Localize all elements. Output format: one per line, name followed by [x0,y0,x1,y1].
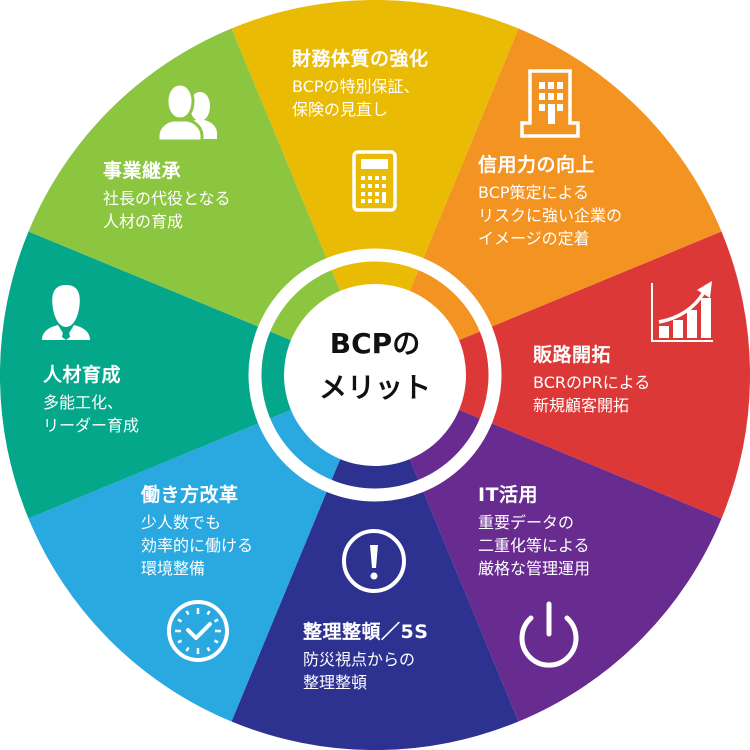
two-people-icon [156,82,217,143]
segment-title: 整理整頓／5S [303,621,429,643]
segment-title: 財務体質の強化 [292,48,429,70]
label-5s: 整理整頓／5S 防災視点からの 整理整頓 [303,621,428,694]
segment-title: 販路開拓 [533,344,612,366]
segment-title: IT活用 [478,484,539,506]
segment-description: BCP策定による リスクに強い企業の イメージの定着 [478,182,623,248]
clock-icon [167,600,229,662]
center-title-line2: メリット [318,371,431,404]
label-finance: 財務体質の強化 BCPの特別保証、 保険の見直し [292,48,429,121]
segment-description: 少人数でも 効率的に働ける 環境整備 [141,512,254,578]
segment-title: 事業継承 [103,160,182,182]
label-it: IT活用 重要データの 二重化等による 厳格な管理運用 [478,484,590,580]
center-disc [284,284,466,466]
segment-description: BCRのPRによる 新規顧客開拓 [533,372,651,415]
building-icon [520,69,580,138]
segment-description: 多能工化、 リーダー育成 [43,392,140,435]
segment-description: 重要データの 二重化等による 厳格な管理運用 [478,512,591,578]
segment-title: 信用力の向上 [478,154,596,176]
center-title-line1: BCPの [329,327,421,360]
label-hr: 人材育成 多能工化、 リーダー育成 [43,364,139,437]
segment-description: 防災視点からの 整理整頓 [303,649,416,692]
segment-title: 働き方改革 [141,484,239,506]
exclamation-icon [342,529,406,593]
label-succession: 事業継承 社長の代役となる 人材の育成 [103,160,231,233]
center-ring [248,248,502,502]
center-title: BCPの メリット [290,322,460,410]
segment-description: 社長の代役となる 人材の育成 [103,188,231,231]
calculator-icon [352,150,397,212]
businessman-icon [42,285,90,340]
label-credit: 信用力の向上 BCP策定による リスクに強い企業の イメージの定着 [478,154,622,250]
segment-title: 人材育成 [43,364,122,386]
power-icon [519,601,579,668]
growth-chart-icon [651,281,713,342]
label-sales: 販路開拓 BCRのPRによる 新規顧客開拓 [533,344,650,417]
segment-sales [375,231,750,519]
label-workstyle: 働き方改革 少人数でも 効率的に働ける 環境整備 [141,484,253,580]
segment-hr [0,231,375,519]
segment-description: BCPの特別保証、 保険の見直し [292,76,420,119]
